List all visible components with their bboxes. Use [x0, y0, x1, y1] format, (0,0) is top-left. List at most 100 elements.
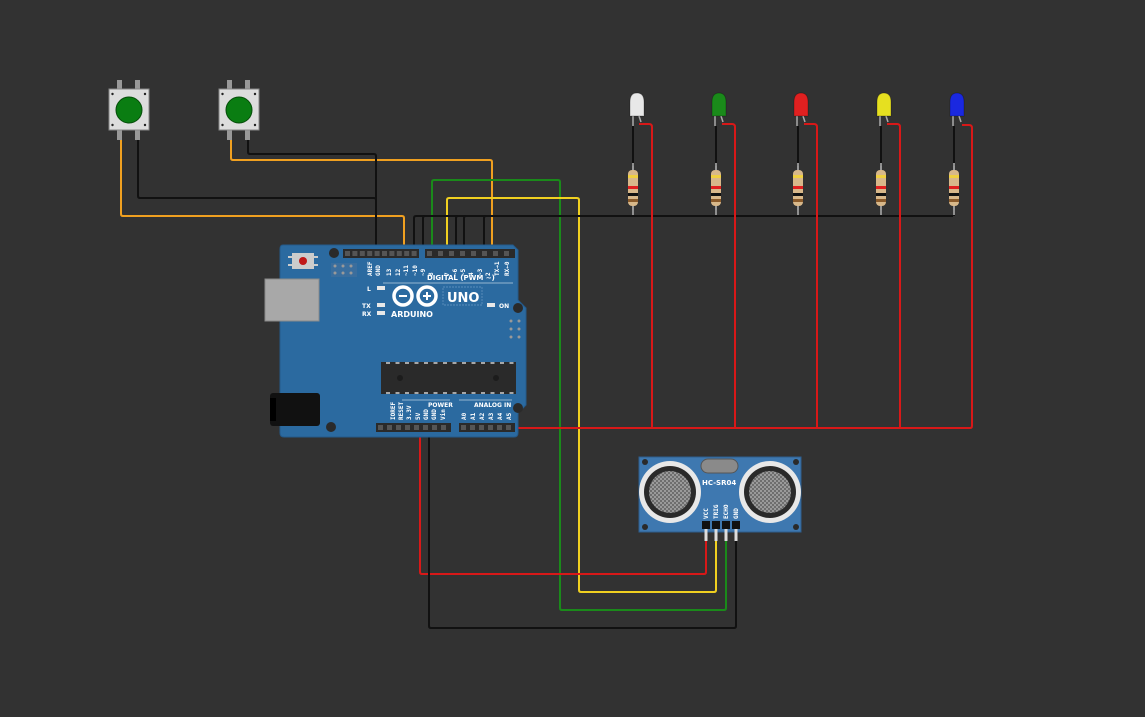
sensor-pin-echo[interactable]: ECHO [722, 504, 730, 547]
transducer-left [639, 461, 701, 523]
header-pin[interactable] [378, 425, 383, 430]
digital-pin-label: 13 [386, 268, 393, 276]
header-pin[interactable] [482, 251, 487, 256]
digital-header-low [425, 249, 515, 258]
push-button-1[interactable] [108, 80, 150, 140]
sensor-pin-trig[interactable]: TRIG [712, 504, 720, 547]
wires [120, 123, 973, 629]
arduino-logo-icon [392, 285, 438, 307]
svg-text:TRIG: TRIG [713, 504, 720, 519]
header-pin[interactable] [488, 425, 493, 430]
header-pin[interactable] [374, 251, 380, 256]
digital-pin-label: ~9 [420, 268, 427, 276]
led-tx-label: TX [362, 303, 371, 310]
header-pin[interactable] [438, 251, 443, 256]
wire-button1-orange[interactable] [120, 138, 405, 252]
digital-pin-label: TX→1 [494, 261, 501, 276]
sensor-pin-vcc[interactable]: VCC [702, 508, 710, 547]
header-pin[interactable] [396, 251, 402, 256]
push-button-2[interactable] [218, 80, 260, 140]
digital-pin-label: ~10 [412, 265, 419, 276]
header-pin[interactable] [359, 251, 365, 256]
digital-pin-label: AREF [367, 261, 374, 276]
arduino-model-label: UNO [447, 291, 480, 306]
wire-led-anode-bus[interactable] [420, 124, 973, 429]
header-pin[interactable] [460, 251, 465, 256]
digital-pin-label: 8 [428, 272, 435, 276]
wire-gnd-drop-2 [455, 215, 459, 252]
header-pin[interactable] [423, 425, 428, 430]
header-pin[interactable] [396, 425, 401, 430]
led-red[interactable] [793, 92, 809, 126]
wire-echo-green[interactable] [431, 179, 727, 611]
resistor-4[interactable] [876, 163, 886, 215]
header-pin[interactable] [471, 251, 476, 256]
led-on-label: ON [499, 303, 509, 310]
wire-trig-yellow[interactable] [446, 197, 717, 593]
wire-gnd-black[interactable] [428, 428, 737, 629]
resistor-2[interactable] [711, 163, 721, 215]
header-pin[interactable] [470, 425, 475, 430]
wire-button1-black[interactable] [137, 138, 377, 252]
digital-pin-label: ~3 [477, 268, 484, 276]
transducer-right [739, 461, 801, 523]
analog-pin-label: A3 [488, 412, 495, 420]
wire-gnd-drop-4 [483, 215, 487, 252]
header-pin[interactable] [461, 425, 466, 430]
digital-pin-label: RX←0 [504, 261, 511, 276]
power-label: POWER [428, 402, 453, 409]
analog-pin-label: A5 [506, 412, 513, 420]
wire-led3-anode [804, 123, 818, 428]
header-pin[interactable] [405, 425, 410, 430]
header-pin[interactable] [497, 425, 502, 430]
led-white[interactable] [629, 92, 645, 126]
led-rx-label: RX [362, 311, 372, 318]
power-pin-label: GND [431, 409, 438, 420]
header-pin[interactable] [387, 425, 392, 430]
led-yellow[interactable] [876, 92, 892, 126]
sensor-pin-gnd[interactable]: GND [732, 508, 740, 547]
analog-pin-label: A2 [479, 412, 486, 420]
header-pin[interactable] [427, 251, 432, 256]
digital-header-high [343, 249, 419, 258]
digital-pin-label: 7 [444, 272, 451, 276]
wire-led-ground-bus[interactable] [413, 215, 953, 252]
header-pin[interactable] [382, 251, 387, 256]
analog-pin-label: A4 [497, 412, 504, 420]
resistor-1[interactable] [628, 163, 638, 215]
header-pin[interactable] [345, 251, 350, 256]
wire-gnd-drop-1 [422, 215, 426, 252]
sensor-label: HC-SR04 [702, 479, 736, 487]
digital-pin-label: ~6 [452, 268, 459, 276]
crystal-oscillator [700, 458, 739, 474]
button-cap [225, 96, 253, 124]
header-pin[interactable] [411, 251, 417, 256]
power-pin-label: IOREF [390, 402, 397, 420]
header-pin[interactable] [389, 251, 395, 256]
header-pin[interactable] [504, 251, 509, 256]
header-pin[interactable] [493, 251, 498, 256]
led-green[interactable] [711, 92, 727, 126]
button-cap [115, 96, 143, 124]
resistor-3[interactable] [793, 163, 803, 215]
resistor-5[interactable] [949, 163, 959, 215]
header-pin[interactable] [367, 251, 373, 256]
header-pin[interactable] [414, 425, 419, 430]
analog-pin-label: A0 [461, 412, 468, 420]
wire-vcc-red[interactable] [419, 428, 707, 575]
wire-button2-orange[interactable] [230, 138, 493, 252]
header-pin[interactable] [506, 425, 511, 430]
digital-header-label: DIGITAL (PWM ~) [427, 274, 495, 282]
svg-text:VCC: VCC [703, 508, 710, 519]
header-pin[interactable] [432, 425, 437, 430]
svg-text:GND: GND [733, 508, 740, 519]
header-pin[interactable] [479, 425, 484, 430]
header-pin[interactable] [352, 251, 358, 256]
header-pin[interactable] [441, 425, 446, 430]
header-pin[interactable] [449, 251, 454, 256]
led-blue[interactable] [949, 92, 965, 126]
header-pin[interactable] [404, 251, 410, 256]
wire-button2-black[interactable] [247, 138, 377, 252]
